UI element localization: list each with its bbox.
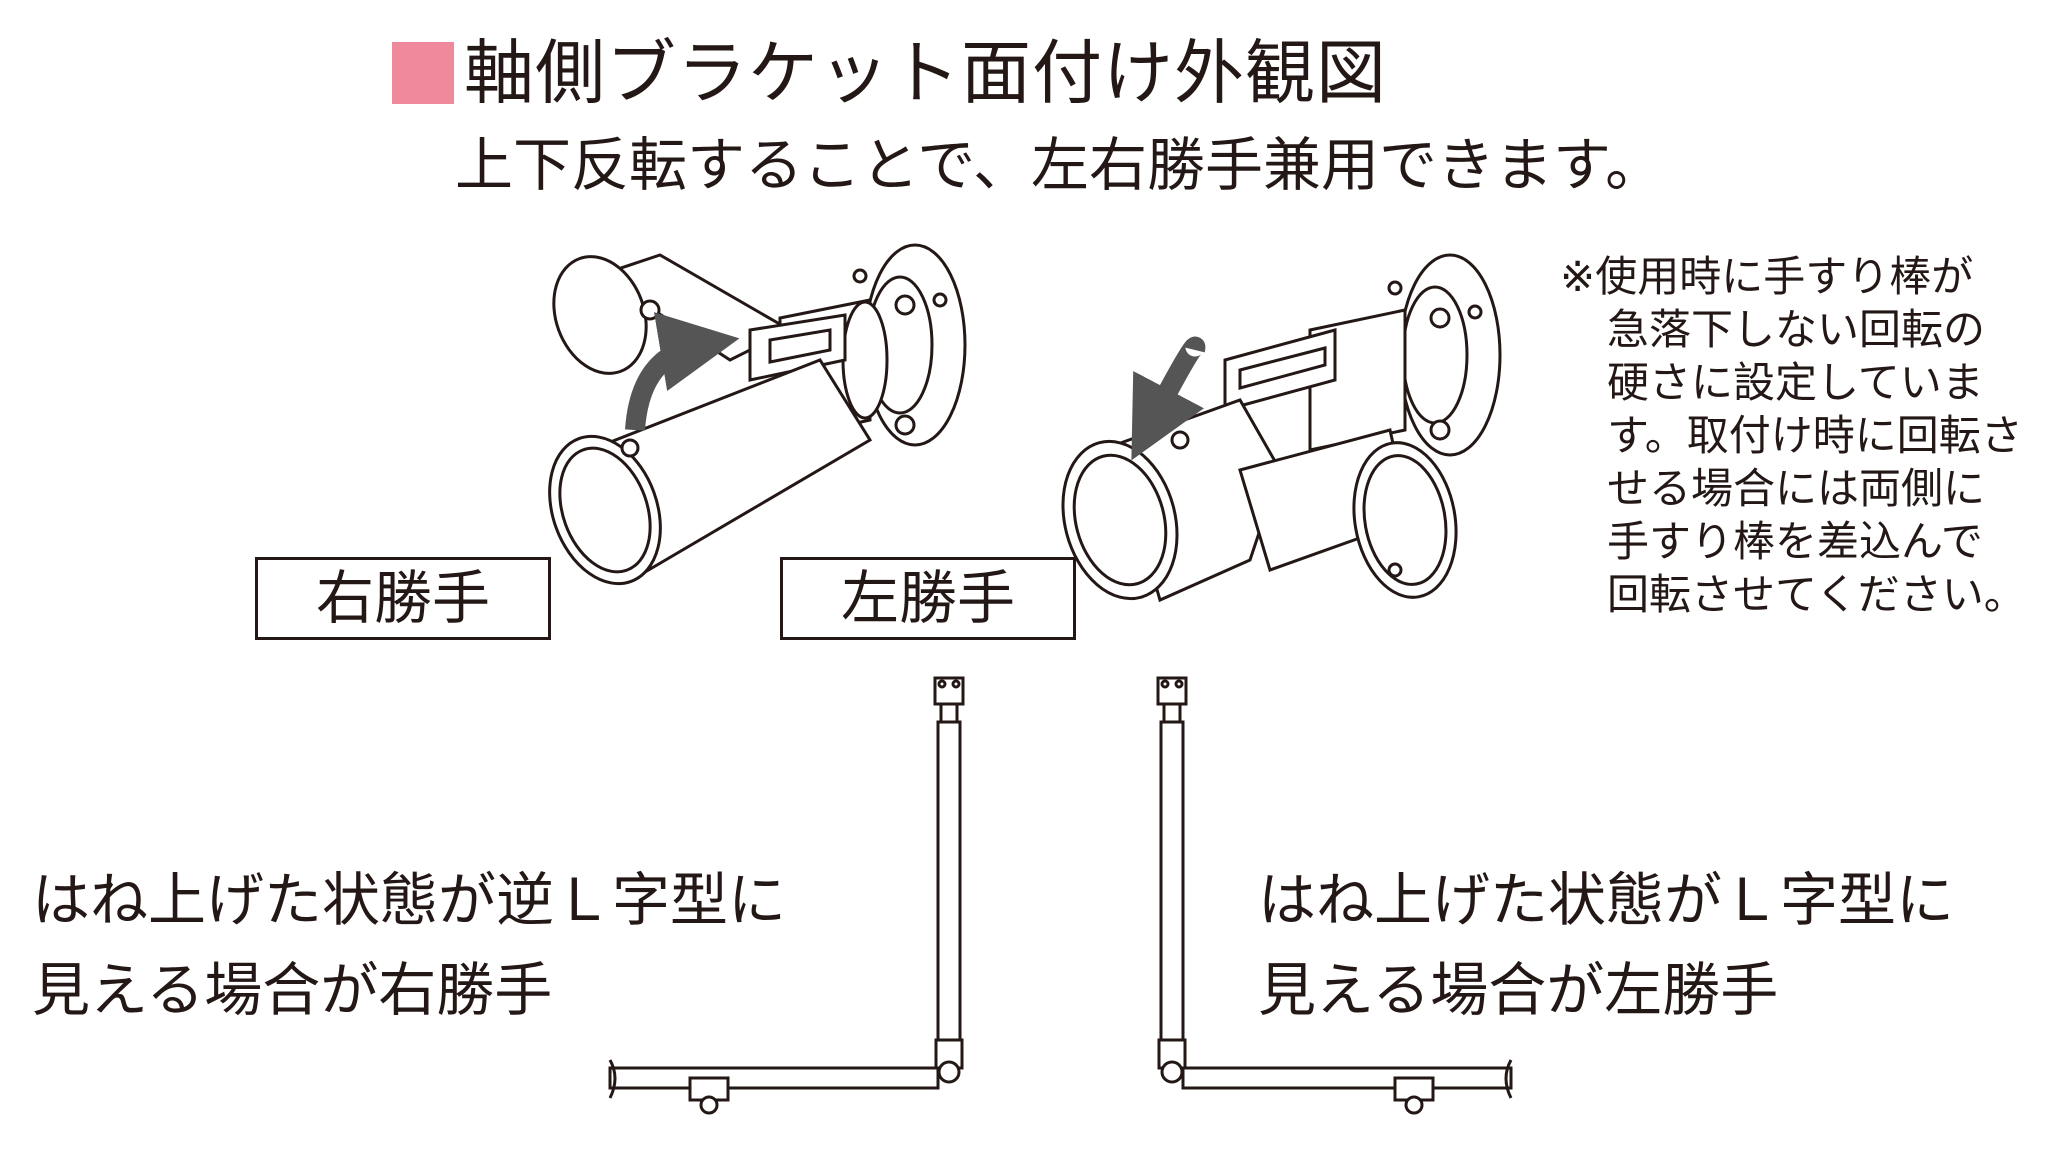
note-line: 急落下しない回転の bbox=[1607, 305, 1986, 354]
left-hand-installed-diagram bbox=[1156, 676, 1513, 1115]
page-title: 軸側ブラケット面付け外観図 bbox=[464, 32, 1387, 114]
note-line: 手すり棒を差込んで bbox=[1607, 517, 1983, 566]
note-line: せる場合には両側に bbox=[1607, 464, 1986, 513]
right-hand-caption: はね上げた状態が逆Ｌ字型に 見える場合が右勝手 bbox=[32, 855, 786, 1035]
left-hand-caption: はね上げた状態がＬ字型に 見える場合が左勝手 bbox=[1258, 855, 1954, 1035]
right-hand-bracket-illustration bbox=[548, 243, 967, 586]
page-subtitle: 上下反転することで、左右勝手兼用できます。 bbox=[455, 131, 1664, 199]
note-line: ※使用時に手すり棒が bbox=[1560, 252, 1974, 301]
vertical-handrail bbox=[936, 720, 962, 1044]
title-marker-square bbox=[392, 42, 454, 104]
horizontal-handrail bbox=[1181, 1066, 1513, 1090]
caption-line: 見える場合が右勝手 bbox=[32, 956, 553, 1024]
right-hand-label: 右勝手 bbox=[255, 557, 551, 640]
note-line: す。取付け時に回転さ bbox=[1607, 411, 2023, 460]
note-line: 硬さに設定していま bbox=[1607, 358, 1984, 407]
caption-line: はね上げた状態が逆Ｌ字型に bbox=[32, 866, 787, 934]
left-hand-bracket-illustration bbox=[1061, 253, 1502, 603]
usage-note: ※使用時に手すり棒が 急落下しない回転の 硬さに設定していま す。取付け時に回転… bbox=[1560, 250, 2026, 621]
vertical-handrail bbox=[1159, 720, 1185, 1044]
left-hand-label: 左勝手 bbox=[780, 557, 1076, 640]
horizontal-handrail bbox=[608, 1066, 940, 1090]
right-hand-installed-diagram bbox=[608, 676, 965, 1115]
caption-line: 見える場合が左勝手 bbox=[1258, 956, 1779, 1024]
title-row: 軸側ブラケット面付け外観図 bbox=[392, 28, 1387, 118]
note-line: 回転させてください。 bbox=[1607, 570, 2026, 619]
caption-line: はね上げた状態がＬ字型に bbox=[1258, 866, 1955, 934]
